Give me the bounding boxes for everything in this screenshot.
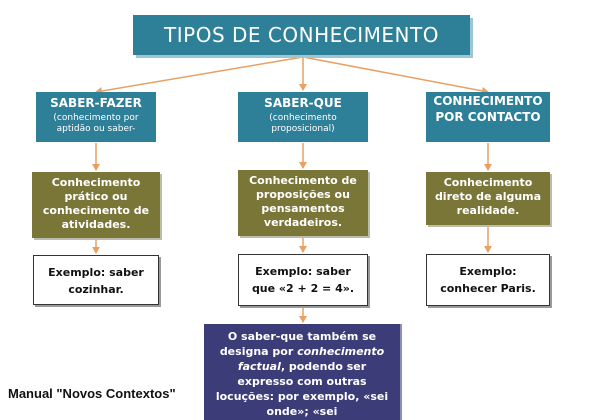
- conhecimento-por-contacto-heading-box: CONHECIMENTO POR CONTACTO: [426, 92, 550, 142]
- saber-que-note-box: O saber-que também se designa por conhec…: [204, 324, 400, 420]
- conhecimento-por-contacto-description: Conhecimento direto de alguma realidade.: [426, 172, 550, 225]
- note-emphasis: conhecimento factual: [237, 345, 385, 373]
- connector-title-to-saber-fazer: [95, 56, 304, 95]
- connector-title-to-conhecimento-por-contacto: [302, 56, 489, 95]
- saber-fazer-heading-box: SABER-FAZER (conhecimento por aptidão ou…: [36, 92, 156, 142]
- diagram-title: TIPOS DE CONHECIMENTO: [133, 15, 470, 55]
- saber-que-description: Conhecimento de proposições ou pensament…: [238, 170, 368, 236]
- saber-que-heading-box: SABER-QUE (conhecimento proposicional): [238, 92, 368, 142]
- saber-que-example: Exemplo: saber que «2 + 2 = 4».: [238, 254, 368, 306]
- note-text-end: , podendo ser expresso com outras locuçõ…: [215, 360, 389, 418]
- saber-fazer-description: Conhecimento prático ou conhecimento de …: [32, 172, 160, 238]
- saber-fazer-heading: SABER-FAZER: [50, 96, 142, 110]
- vertical-connectors: [92, 143, 492, 323]
- conhecimento-por-contacto-example: Exemplo: conhecer Paris.: [426, 254, 550, 306]
- saber-fazer-subheading: (conhecimento por aptidão ou saber-: [53, 113, 139, 134]
- conhecimento-por-contacto-heading: CONHECIMENTO POR CONTACTO: [433, 94, 543, 124]
- saber-fazer-example: Exemplo: saber cozinhar.: [33, 255, 159, 305]
- saber-que-subheading: (conhecimento proposicional): [269, 113, 337, 134]
- title-to-heading-connectors: [95, 56, 489, 95]
- source-label: Manual "Novos Contextos": [8, 386, 176, 401]
- saber-que-heading: SABER-QUE: [264, 96, 342, 110]
- note-text-start: O saber-que também se designa por: [219, 330, 377, 358]
